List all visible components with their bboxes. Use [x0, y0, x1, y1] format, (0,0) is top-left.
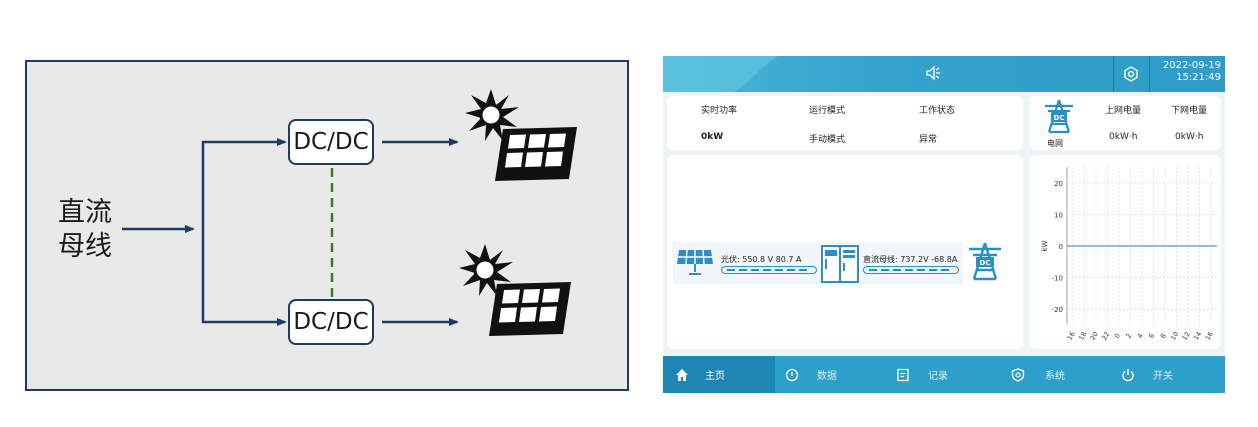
nav-data-label: 数据 — [817, 371, 837, 382]
nav-system[interactable]: 系统 — [1011, 356, 1065, 393]
home-icon — [676, 368, 688, 381]
data-icon — [785, 368, 799, 381]
speaker-icon[interactable] — [925, 65, 941, 81]
flow-strip — [673, 242, 963, 284]
x-tick-label: 16 — [1066, 330, 1077, 341]
y-tick-label: -20 — [1052, 306, 1063, 314]
solar-panel-icon — [465, 89, 577, 181]
realtime-power-label: 实时功率 — [701, 106, 738, 116]
x-tick-label: 10 — [1169, 330, 1180, 341]
nav-home-label: 主页 — [705, 371, 725, 382]
records-icon — [897, 368, 909, 381]
y-tick-label: 0 — [1059, 243, 1063, 251]
bus-label-line1: 直流 — [58, 197, 112, 228]
gear-icon-svg — [1124, 66, 1138, 82]
status-panel: 实时功率 0kW 运行模式 手动模式 工作状态 异常 — [667, 96, 1023, 150]
solar-panel-icon — [459, 244, 571, 336]
date-text: 2022-09-19 — [1162, 60, 1221, 71]
x-tick-label: 2 — [1124, 332, 1133, 340]
bus-label: 直流 母线 — [58, 196, 112, 264]
x-tick-label: 22 — [1100, 330, 1111, 341]
download-energy-value: 0kW·h — [1175, 132, 1204, 142]
y-axis-label: kW — [1041, 240, 1049, 251]
speaker-icon-svg — [926, 65, 940, 81]
x-tick-label: 4 — [1136, 332, 1145, 340]
hmi-screen: 2022-09-19 15:21:49 实时功率 0kW 运行模式 手动模式 工… — [663, 56, 1225, 393]
upload-energy-label: 上网电量 — [1105, 106, 1142, 116]
converter-cabinet-icon — [821, 245, 859, 283]
pv-reading: 光伏: 550.8 V 80.7 A — [721, 255, 802, 264]
energy-flow-panel: 光伏: 550.8 V 80.7 A 直流母线: 737.2V -68.8A — [667, 155, 1023, 349]
grid-tower-icon: DC — [969, 242, 1001, 281]
dc-converter-bottom: DC/DC — [288, 299, 374, 345]
datetime: 2022-09-19 15:21:49 — [1159, 60, 1221, 84]
topbar-divider — [1113, 56, 1114, 92]
work-state-label: 工作状态 — [919, 106, 956, 116]
x-tick-label: 8 — [1159, 332, 1168, 340]
bus-flow-bar — [863, 266, 959, 274]
pv-flow-bar — [721, 266, 817, 274]
run-mode-label: 运行模式 — [809, 106, 846, 116]
x-tick-label: 6 — [1147, 332, 1156, 340]
run-mode-value: 手动模式 — [809, 135, 846, 145]
upload-energy-value: 0kW·h — [1109, 132, 1138, 142]
x-tick-label: 16 — [1204, 330, 1215, 341]
diagram-lines — [122, 138, 459, 326]
nav-power-label: 开关 — [1153, 371, 1173, 382]
nav-power[interactable]: 开关 — [1121, 356, 1173, 393]
power-icon — [1122, 368, 1134, 381]
shield-icon — [1011, 367, 1025, 382]
x-tick-label: 12 — [1181, 330, 1192, 341]
topbar-decoration — [663, 56, 778, 92]
gear-icon[interactable] — [1123, 66, 1139, 82]
grid-panel: DC 电网 上网电量 0kW·h 下网电量 0kW·h — [1029, 96, 1221, 150]
bus-label-line2: 母线 — [58, 231, 112, 262]
y-tick-label: -10 — [1052, 275, 1063, 283]
x-tick-label: 14 — [1192, 330, 1203, 341]
svg-text:DC: DC — [980, 259, 991, 267]
bottom-nav: 主页 数据 记录 系统 开关 — [663, 356, 1225, 393]
y-tick-label: 10 — [1054, 211, 1063, 219]
nav-home[interactable]: 主页 — [675, 356, 725, 393]
realtime-power-value: 0kW — [701, 132, 724, 142]
x-tick-label: 0 — [1113, 332, 1122, 340]
nav-system-label: 系统 — [1045, 371, 1065, 382]
dc-bus-diagram: 直流 母线 DC/DC DC/DC — [25, 60, 629, 391]
download-energy-label: 下网电量 — [1171, 106, 1208, 116]
topbar-divider — [1149, 56, 1150, 92]
work-state-value: 异常 — [919, 135, 938, 145]
nav-records-label: 记录 — [928, 371, 948, 382]
time-text: 15:21:49 — [1176, 72, 1221, 83]
y-tick-label: 20 — [1054, 180, 1063, 188]
top-bar: 2022-09-19 15:21:49 — [663, 56, 1225, 92]
grid-icon-label: 电网 — [1047, 139, 1063, 148]
x-tick-label: 20 — [1089, 330, 1100, 341]
dc-converter-top: DC/DC — [288, 119, 374, 165]
x-tick-label: 18 — [1077, 330, 1088, 341]
solar-panel-icon — [677, 249, 713, 275]
bus-reading: 直流母线: 737.2V -68.8A — [863, 255, 958, 264]
grid-tower-icon: DC — [1045, 99, 1073, 134]
nav-records[interactable]: 记录 — [896, 356, 948, 393]
svg-text:DC: DC — [1054, 114, 1065, 122]
nav-data[interactable]: 数据 — [785, 356, 837, 393]
